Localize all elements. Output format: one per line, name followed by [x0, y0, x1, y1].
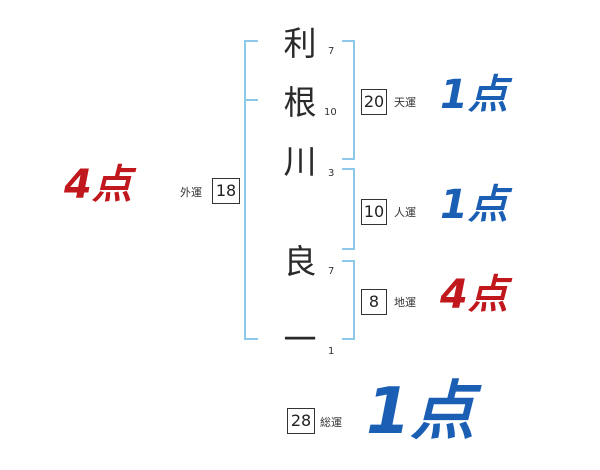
jinun-value: 10 [361, 199, 387, 225]
stroke-count-5: 1 [328, 346, 335, 357]
souun-value: 28 [287, 408, 315, 434]
name-char-1: 利 [283, 24, 317, 63]
name-char-2: 根 [283, 83, 317, 122]
jinun-label: 人運 [394, 206, 416, 219]
stroke-count-3: 3 [328, 168, 335, 179]
name-char-4: 良 [283, 242, 317, 281]
souun-label: 総運 [320, 416, 342, 429]
tenun-label: 天運 [394, 96, 416, 109]
tenun-value: 20 [361, 89, 387, 115]
gaiun-value: 18 [212, 178, 240, 204]
tenun-score: 1点 [440, 72, 508, 118]
souun-score: 1点 [366, 375, 475, 449]
jinun-score: 1点 [440, 182, 508, 228]
chiun-score: 4点 [440, 272, 508, 318]
stroke-count-2: 10 [324, 107, 337, 118]
chiun-label: 地運 [394, 296, 416, 309]
gaiun-label: 外運 [180, 186, 202, 199]
stroke-count-1: 7 [328, 46, 335, 57]
name-char-5: 一 [283, 320, 317, 359]
stroke-count-4: 7 [328, 266, 335, 277]
gaiun-score: 4点 [64, 162, 132, 208]
chiun-value: 8 [361, 289, 387, 315]
name-char-3: 川 [283, 142, 317, 181]
